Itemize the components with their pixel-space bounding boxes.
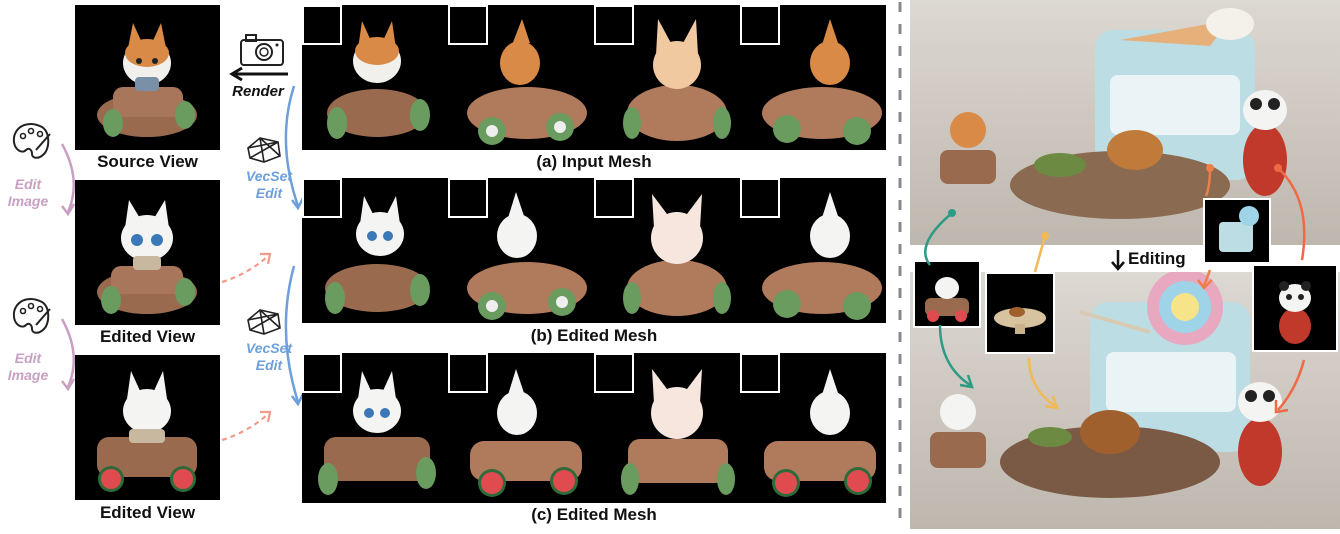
vecset-word-3: VecSet bbox=[245, 340, 293, 356]
mesh-icon bbox=[247, 137, 281, 163]
edited-view-label-2: Edited View bbox=[99, 503, 196, 522]
row-a-view-2 bbox=[467, 19, 587, 145]
normal-map-thumb-c4 bbox=[740, 353, 780, 393]
corgi-car-render bbox=[97, 23, 197, 137]
scene-edited-render bbox=[930, 269, 1282, 498]
normal-map-thumb-b1 bbox=[302, 178, 342, 218]
edit-image-label-1: Edit Image bbox=[2, 176, 54, 210]
cat-watermelon-car-render bbox=[97, 371, 197, 492]
row-b-view-1 bbox=[325, 196, 430, 314]
row-b-view-2 bbox=[467, 192, 587, 320]
teal-edit-arrow bbox=[924, 209, 974, 389]
palette-icon bbox=[12, 122, 51, 159]
edit-image-word-4: Image bbox=[7, 367, 49, 383]
inset-cat-car-render bbox=[925, 277, 969, 322]
palette-icon bbox=[12, 297, 51, 334]
row-c-renders bbox=[318, 369, 876, 497]
row-a-view-4 bbox=[762, 19, 882, 145]
normal-map-thumb-a3 bbox=[594, 5, 634, 45]
edit-image-word-1: Edit bbox=[14, 176, 42, 192]
editing-label: Editing bbox=[1128, 249, 1186, 268]
normal-map-thumb-b2 bbox=[448, 178, 488, 218]
arrow-down-icon bbox=[1111, 250, 1125, 271]
normal-map-thumb-c2 bbox=[448, 353, 488, 393]
edit-image-arrow-1 bbox=[60, 143, 76, 217]
inset-feast-table bbox=[985, 272, 1055, 354]
normal-map-thumb-a1 bbox=[302, 5, 342, 45]
camera-icon bbox=[240, 34, 284, 66]
dashed-arrow-1 bbox=[221, 252, 272, 284]
row-b-view-4 bbox=[762, 192, 882, 320]
row-b-caption: (b) Edited Mesh bbox=[530, 326, 658, 345]
orange-edit-arrow bbox=[1197, 164, 1214, 290]
row-c-view-3 bbox=[621, 369, 735, 495]
normal-map-thumb-b3 bbox=[594, 178, 634, 218]
vecset-word-1: VecSet bbox=[245, 168, 293, 184]
vecset-edit-label-1: VecSet Edit bbox=[244, 168, 294, 202]
row-b-renders bbox=[325, 192, 882, 320]
row-c-view-2 bbox=[470, 369, 582, 497]
row-b-view-3 bbox=[623, 194, 731, 316]
row-c-view-4 bbox=[764, 369, 876, 497]
cat-car-render bbox=[97, 200, 197, 314]
yellow-edit-arrow bbox=[1027, 232, 1059, 410]
arrow-left-icon bbox=[229, 66, 288, 82]
vecset-arrow-2 bbox=[284, 265, 305, 407]
edited-view-label-1: Edited View bbox=[99, 327, 196, 346]
row-a-view-1 bbox=[327, 21, 430, 139]
edited-view-render-2 bbox=[75, 355, 220, 500]
row-a-view-3 bbox=[623, 19, 731, 141]
normal-map-thumb-c3 bbox=[594, 353, 634, 393]
red-edit-arrow bbox=[1274, 164, 1306, 414]
render-label: Render bbox=[232, 83, 284, 100]
row-c-view-1 bbox=[318, 371, 436, 495]
normal-map-thumb-a2 bbox=[448, 5, 488, 45]
inset-lollipop-oven bbox=[1203, 198, 1271, 264]
dashed-arrow-2 bbox=[221, 410, 272, 442]
edit-image-label-2: Edit Image bbox=[2, 350, 54, 384]
scene-edited bbox=[910, 269, 1340, 529]
edit-image-word-2: Image bbox=[7, 193, 49, 209]
mesh-icon bbox=[247, 309, 281, 335]
vecset-word-4: Edit bbox=[255, 357, 283, 373]
source-view-render bbox=[75, 5, 220, 150]
inset-feast-render bbox=[994, 307, 1046, 334]
inset-cat-car bbox=[913, 260, 981, 328]
inset-panda bbox=[1252, 264, 1338, 352]
separator-dashed-line bbox=[898, 2, 902, 527]
row-a-caption: (a) Input Mesh bbox=[536, 152, 652, 171]
normal-map-thumb-b4 bbox=[740, 178, 780, 218]
normal-map-thumb-c1 bbox=[302, 353, 342, 393]
vecset-edit-label-2: VecSet Edit bbox=[244, 340, 294, 374]
vecset-arrow-1 bbox=[284, 85, 305, 211]
edit-image-word-3: Edit bbox=[14, 350, 42, 366]
row-c-strip bbox=[302, 353, 886, 503]
edited-view-render-1 bbox=[75, 180, 220, 325]
normal-map-thumb-a4 bbox=[740, 5, 780, 45]
source-view-label: Source View bbox=[97, 152, 198, 171]
row-a-renders bbox=[327, 19, 882, 145]
row-c-caption: (c) Edited Mesh bbox=[531, 505, 657, 524]
vecset-word-2: Edit bbox=[255, 185, 283, 201]
scene-original-render bbox=[940, 8, 1287, 219]
inset-lollipop-render bbox=[1219, 206, 1259, 252]
edit-image-arrow-2 bbox=[60, 318, 76, 392]
inset-panda-render bbox=[1279, 281, 1311, 344]
